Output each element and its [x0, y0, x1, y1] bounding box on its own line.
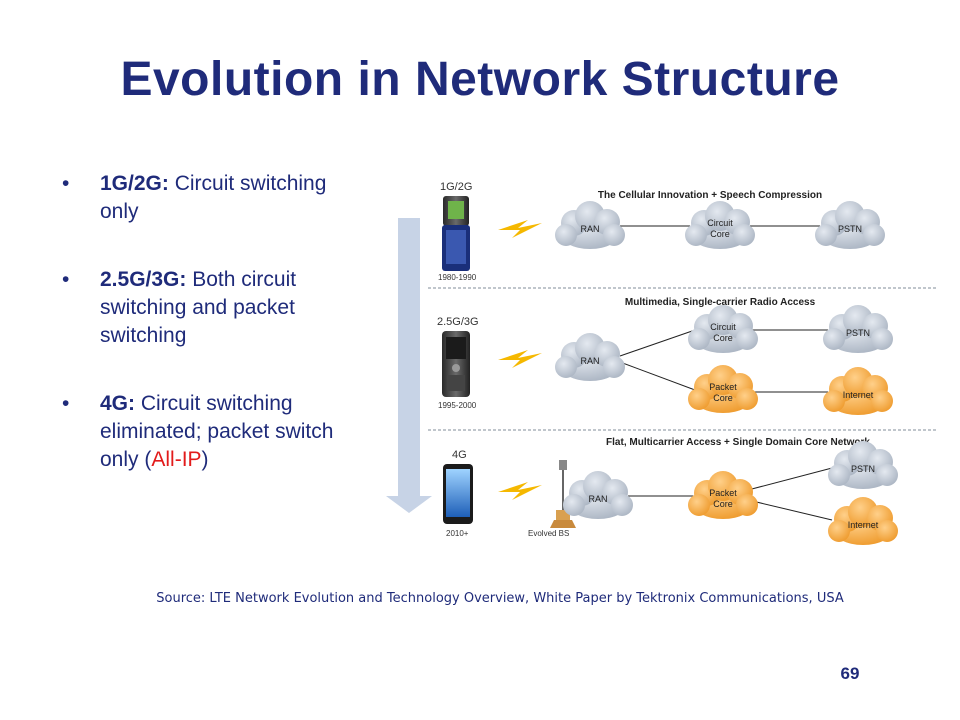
link-line: [747, 499, 833, 521]
section-heading: The Cellular Innovation + Speech Compres…: [598, 190, 822, 201]
flip-phone-image: [442, 196, 470, 271]
internet-cloud: Internet: [828, 497, 898, 545]
svg-text:Packet: Packet: [709, 488, 737, 498]
pstn-cloud: PSTN: [815, 201, 885, 249]
ran-cloud: RAN: [555, 201, 625, 249]
bullet-label: 1G/2G:: [100, 172, 169, 195]
svg-text:Core: Core: [713, 499, 733, 509]
circuit-core-cloud: Circuit Core: [685, 201, 755, 249]
bullet-list: • 1G/2G: Circuit switching only • 2.5G/3…: [62, 170, 362, 514]
bullet-text: Circuit switching eliminated; packet swi…: [100, 392, 334, 471]
svg-text:Packet: Packet: [709, 382, 737, 392]
years-label: 1995-2000: [438, 401, 477, 410]
smartphone-image: [443, 464, 473, 524]
source-citation: Source: LTE Network Evolution and Techno…: [156, 591, 844, 606]
svg-text:Circuit: Circuit: [707, 218, 733, 228]
radio-link-icon: [498, 220, 542, 238]
ran-cloud: RAN: [563, 471, 633, 519]
svg-text:RAN: RAN: [588, 494, 607, 504]
svg-text:Core: Core: [713, 333, 733, 343]
pstn-cloud: PSTN: [828, 441, 898, 489]
years-label: 2010+: [446, 529, 469, 538]
evolution-arrow: [386, 218, 432, 513]
bullet-25g3g: • 2.5G/3G: Both circuit switching and pa…: [62, 266, 362, 350]
circuit-core-cloud: Circuit Core: [688, 305, 758, 353]
gen-label: 1G/2G: [440, 181, 472, 193]
ran-cloud: RAN: [555, 333, 625, 381]
network-evolution-diagram: 1G/2G 1980-1990 The Cellular Innovation …: [386, 181, 938, 545]
bullet-text: Circuit switching only: [100, 172, 327, 223]
link-line: [619, 329, 696, 357]
packet-core-cloud: Packet Core: [688, 365, 758, 413]
svg-text:Internet: Internet: [848, 520, 879, 530]
pstn-cloud: PSTN: [823, 305, 893, 353]
radio-link-icon: [498, 350, 542, 368]
bullet-dot: •: [62, 392, 70, 415]
bullet-label: 4G:: [100, 392, 136, 415]
evolved-bs-label: Evolved BS: [528, 529, 569, 538]
svg-text:Internet: Internet: [843, 390, 874, 400]
svg-text:Circuit: Circuit: [710, 322, 736, 332]
internet-cloud: Internet: [823, 367, 893, 415]
bullet-label: 2.5G/3G:: [100, 268, 187, 291]
svg-text:PSTN: PSTN: [851, 464, 875, 474]
bullet-text: Both circuit switching and packet switch…: [100, 268, 297, 347]
section-heading: Multimedia, Single-carrier Radio Access: [625, 297, 816, 308]
bullet-tail: ): [201, 448, 209, 471]
svg-text:PSTN: PSTN: [846, 328, 870, 338]
svg-text:RAN: RAN: [580, 356, 599, 366]
gen-label: 2.5G/3G: [437, 316, 479, 328]
link-line: [747, 467, 833, 491]
svg-text:PSTN: PSTN: [838, 224, 862, 234]
years-label: 1980-1990: [438, 273, 477, 282]
svg-text:Core: Core: [710, 229, 730, 239]
bullet-dot: •: [62, 268, 70, 291]
bullet-dot: •: [62, 172, 70, 195]
slide-title: Evolution in Network Structure: [120, 53, 840, 106]
bullet-4g: • 4G: Circuit switching eliminated; pack…: [62, 390, 362, 474]
gen-label: 4G: [452, 449, 467, 461]
all-ip-highlight: All-IP: [151, 448, 202, 471]
link-line: [619, 361, 696, 391]
feature-phone-image: [442, 331, 470, 397]
evolved-bs-tower-icon: [550, 460, 576, 528]
packet-core-cloud: Packet Core: [688, 471, 758, 519]
svg-text:Core: Core: [713, 393, 733, 403]
bullet-1g2g: • 1G/2G: Circuit switching only: [62, 170, 362, 226]
radio-link-icon: [498, 482, 542, 500]
section-heading: Flat, Multicarrier Access + Single Domai…: [606, 437, 870, 448]
svg-text:RAN: RAN: [580, 224, 599, 234]
page-number: 69: [840, 664, 860, 683]
